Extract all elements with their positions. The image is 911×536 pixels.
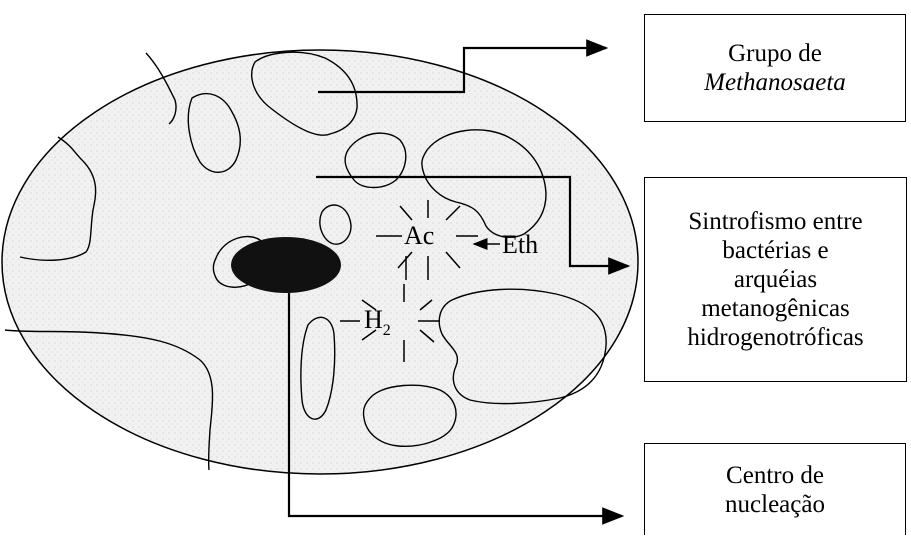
sintrofismo-line-2: bactérias e [645,236,906,265]
ethanol-label: Eth [502,230,538,259]
acetate-label: Ac [404,221,434,250]
sintrofismo-line-1: Sintrofismo entre [645,207,906,236]
hydrogen-subscript: 2 [383,322,391,339]
sintrofismo-line-3: arquéias [645,265,906,294]
centro-line-1: Centro de [645,461,905,490]
methanosaeta-label-box: Grupo de Methanosaeta [644,14,906,122]
sintrofismo-line-4: metanogênicas [645,294,906,323]
sintrofismo-line-5: hidrogenotróficas [645,323,906,352]
methanosaeta-line-1: Grupo de [645,39,905,68]
methanosaeta-line-2: Methanosaeta [645,68,905,97]
nucleation-center [231,237,341,293]
sintrofismo-label-box: Sintrofismo entre bactérias e arquéias m… [644,177,907,382]
centro-line-2: nucleação [645,490,905,519]
hydrogen-symbol: H [364,305,383,334]
centro-label-box: Centro de nucleação [644,443,906,535]
